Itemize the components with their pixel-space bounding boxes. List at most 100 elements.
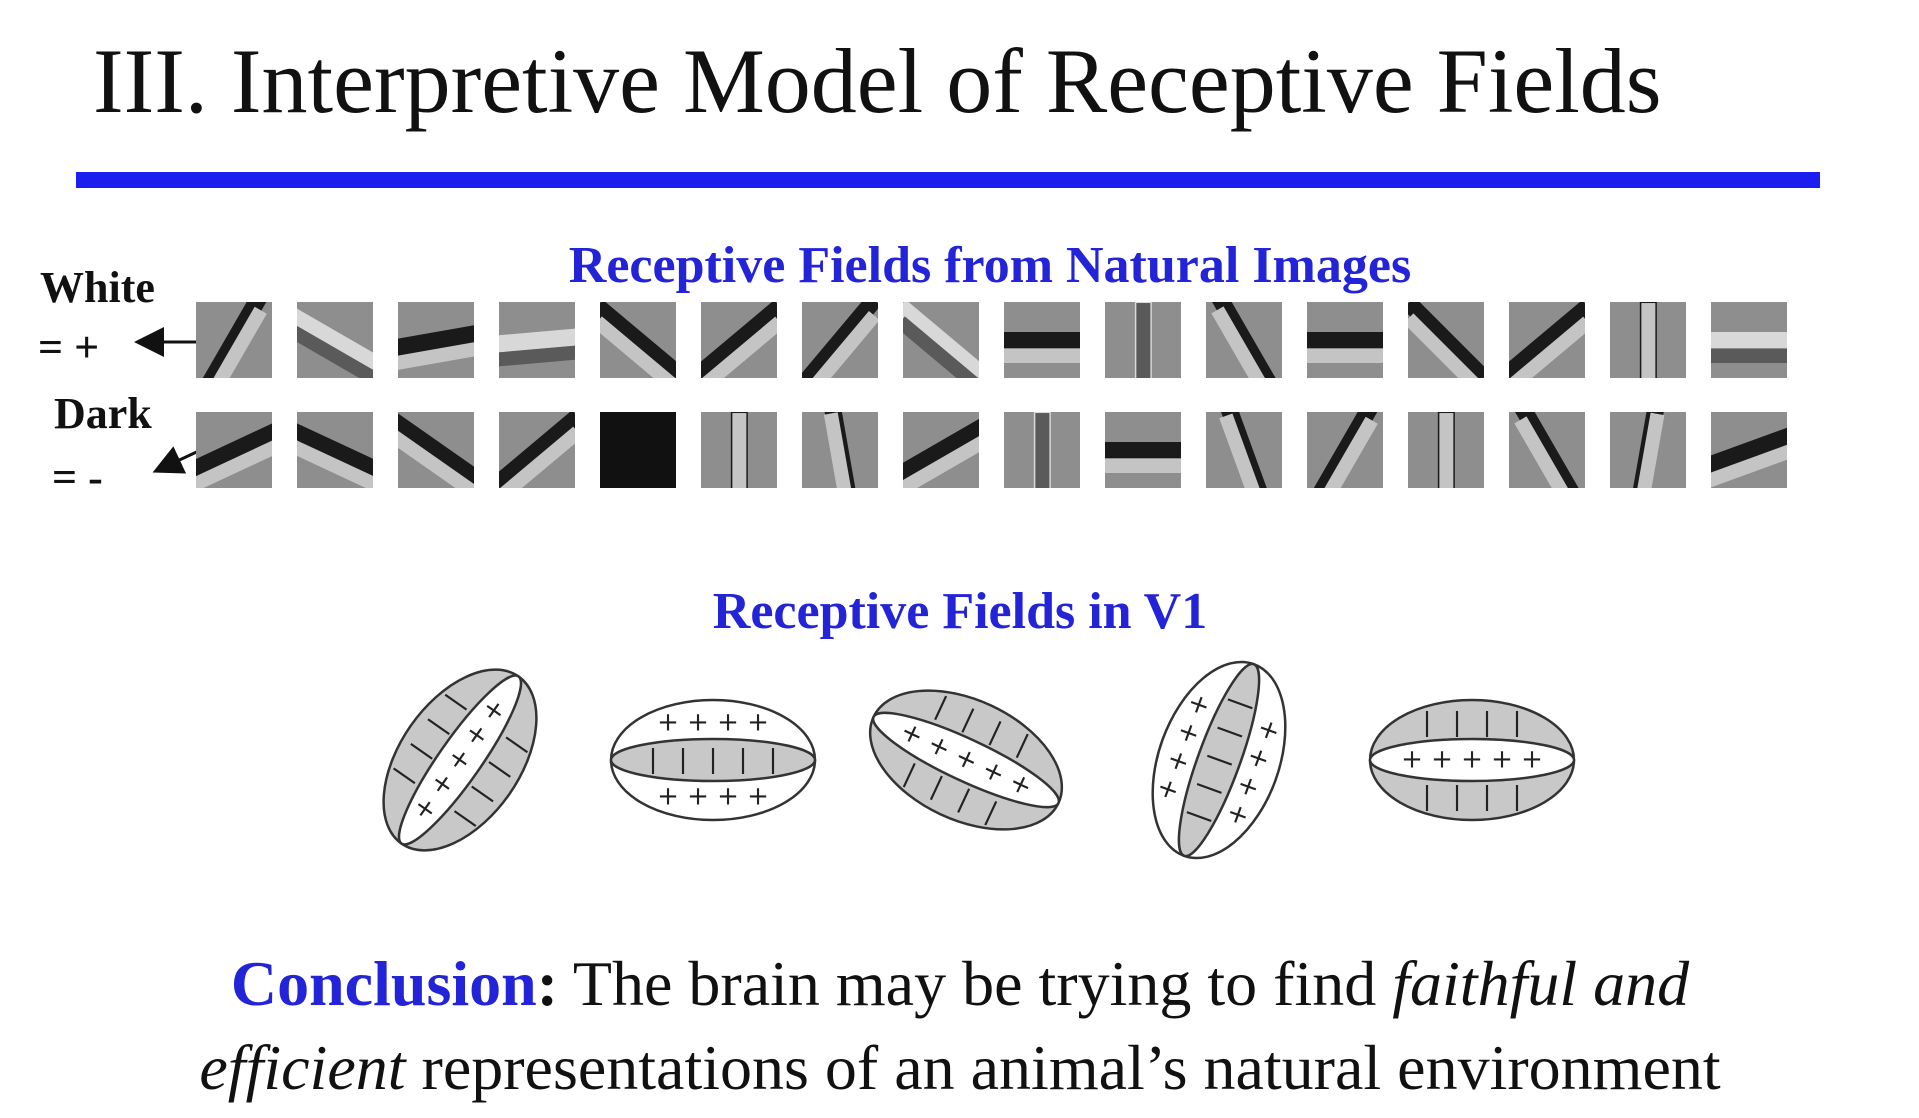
dark-label: Dark (54, 389, 152, 438)
top-row-patch (802, 302, 878, 378)
patch-flank (701, 316, 777, 378)
patch-flank (732, 412, 746, 488)
conclusion-text-before: The brain may be trying to find (558, 948, 1393, 1019)
v1-cell-inner (1177, 662, 1261, 858)
conclusion-text-after: representations of an animal’s natural e… (405, 1032, 1721, 1103)
patch-flank (1439, 412, 1453, 488)
bottom-row-patch (196, 412, 272, 488)
bottom-row-patch (1307, 412, 1383, 488)
title-rule (76, 172, 1820, 188)
bottom-row-patch (600, 412, 676, 488)
minus-sign: | (1453, 707, 1462, 737)
white-sign-label: = + (38, 323, 100, 372)
plus-sign: + (1461, 745, 1483, 775)
plus-sign: + (657, 707, 679, 737)
natural-images-heading: Receptive Fields from Natural Images (568, 237, 1412, 294)
v1-cell: +++++|||||||| (868, 689, 1064, 831)
minus-sign: | (769, 745, 778, 775)
patch-band (1307, 331, 1383, 349)
v1-receptive-fields-figure: +++++|||||||||||||+++++++++++++|||||||||… (382, 660, 1576, 860)
conclusion-italic-efficient: efficient (199, 1032, 406, 1103)
v1-cell: +++++|||||||| (382, 668, 538, 852)
minus-sign: | (1423, 782, 1432, 812)
patch-flank (1105, 459, 1181, 473)
minus-sign: | (1483, 707, 1492, 737)
top-row-patch (1610, 302, 1686, 378)
v1-cell: +++++|||||||| (1368, 698, 1576, 822)
top-row-patch (600, 302, 676, 378)
v1-heading: Receptive Fields in V1 (712, 583, 1208, 640)
minus-sign: | (1423, 707, 1432, 737)
patch-flank (499, 426, 575, 488)
patch-flank (1509, 316, 1585, 378)
patch-band (1408, 302, 1484, 378)
patch-band (1004, 331, 1080, 349)
minus-sign: | (1483, 782, 1492, 812)
bottom-row-patch (398, 412, 474, 488)
top-row-patch (398, 302, 474, 378)
bottom-row-patch (1206, 412, 1282, 488)
bottom-row-patch (1509, 412, 1585, 488)
bottom-row-patch (1610, 412, 1686, 488)
conclusion-italic-faithful: faithful and (1392, 948, 1690, 1019)
bottom-row-patch (1408, 412, 1484, 488)
minus-sign: | (709, 745, 718, 775)
patch-flank (600, 316, 676, 378)
top-row-patch (196, 302, 272, 378)
minus-sign: | (1513, 707, 1522, 737)
natural-patches-top-row (196, 302, 1787, 378)
top-row-patch (297, 302, 373, 378)
patch-flank (1004, 349, 1080, 363)
top-row-patch (1307, 302, 1383, 378)
top-row-patch (1105, 302, 1181, 378)
patch-flank (903, 316, 979, 378)
patch-band (1711, 331, 1787, 349)
bottom-row-patch (499, 412, 575, 488)
patch-flank (1035, 412, 1049, 488)
bottom-row-patch (1004, 412, 1080, 488)
v1-cell-inner (609, 737, 817, 783)
top-row-patch (903, 302, 979, 378)
white-label: White (40, 263, 155, 312)
bottom-row-patch (1105, 412, 1181, 488)
patch-band (1105, 441, 1181, 459)
top-row-patch (1711, 302, 1787, 378)
plus-sign: + (747, 782, 769, 812)
minus-sign: | (649, 745, 658, 775)
v1-cell-inner (871, 711, 1061, 809)
conclusion: Conclusion: The brain may be trying to f… (150, 942, 1770, 1110)
top-row-patch (1408, 302, 1484, 378)
bottom-row-patch (701, 412, 777, 488)
plus-sign: + (1431, 745, 1453, 775)
top-row-patch (1509, 302, 1585, 378)
patch-flank (1711, 349, 1787, 363)
conclusion-key: Conclusion (230, 948, 537, 1019)
conclusion-colon: : (536, 948, 559, 1019)
bottom-row-patch (802, 412, 878, 488)
plus-sign: + (717, 782, 739, 812)
bottom-row-patch (297, 412, 373, 488)
v1-cell-inner (397, 674, 523, 846)
top-row-patch (1004, 302, 1080, 378)
plus-sign: + (687, 707, 709, 737)
patch-flank (1307, 349, 1383, 363)
minus-sign: | (679, 745, 688, 775)
plus-sign: + (717, 707, 739, 737)
minus-sign: | (1453, 782, 1462, 812)
top-row-patch (1206, 302, 1282, 378)
top-row-patch (499, 302, 575, 378)
top-row-patch (701, 302, 777, 378)
bottom-row-patch (903, 412, 979, 488)
dark-sign-label: = - (52, 453, 103, 502)
patch-flank (1641, 302, 1655, 378)
slide-title: III. Interpretive Model of Receptive Fie… (93, 30, 1662, 132)
plus-sign: + (1521, 745, 1543, 775)
v1-cell-inner (1368, 737, 1576, 783)
plus-sign: + (1401, 745, 1423, 775)
minus-sign: | (739, 745, 748, 775)
natural-patches-bottom-row (196, 412, 1787, 488)
v1-cell: |||||++++++++ (609, 698, 817, 822)
minus-sign: | (1513, 782, 1522, 812)
v1-cell: |||||++++++++ (1150, 660, 1287, 860)
plus-sign: + (747, 707, 769, 737)
